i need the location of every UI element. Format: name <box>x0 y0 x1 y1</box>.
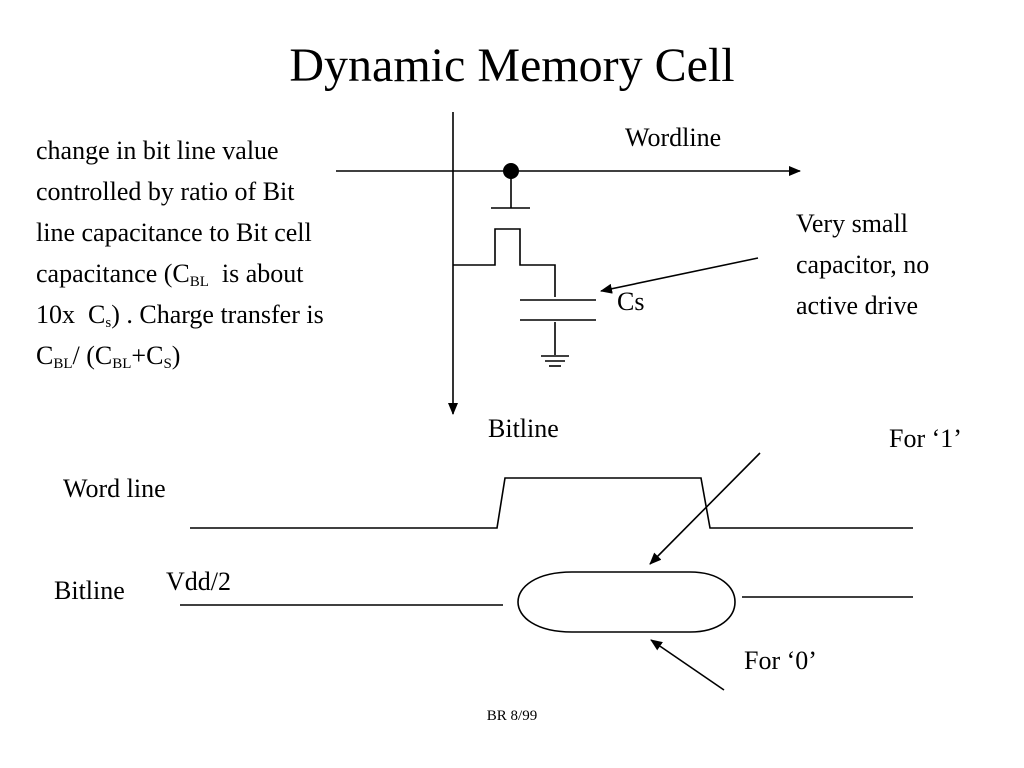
desc-line-5-b: ) . Charge transfer is <box>111 300 324 329</box>
footer-text: BR 8/99 <box>486 708 538 724</box>
for-one-label: For ‘1’ <box>889 424 962 453</box>
slide-title: Dynamic Memory Cell <box>289 39 735 92</box>
cap-note-line-3: active drive <box>796 291 918 320</box>
desc-line-6-sub1: BL <box>53 356 73 372</box>
wordline-junction-dot <box>503 163 519 179</box>
desc-line-5: 10x Cs) . Charge transfer is <box>36 294 436 335</box>
for-zero-arrow <box>650 639 725 691</box>
bitline-eye-shape <box>517 571 736 633</box>
desc-line-6-d: ) <box>171 341 181 370</box>
bitline-label: Bitline <box>488 414 559 443</box>
desc-line-6-a: C <box>36 341 54 370</box>
cap-note-arrow <box>600 257 759 294</box>
cap-note-line-2: capacitor, no <box>796 250 930 279</box>
for-one-arrow <box>649 452 761 565</box>
desc-line-6-sub2: BL <box>112 356 132 372</box>
wordline-label: Wordline <box>625 123 722 152</box>
vdd-label: Vdd/2 <box>166 567 231 596</box>
desc-line-4: capacitance (CBL is about <box>36 253 436 294</box>
cap-note-line-1: Very small <box>796 209 908 238</box>
desc-line-4-a: capacitance (C <box>36 259 190 288</box>
description-text: change in bit line value controlled by r… <box>36 130 436 376</box>
desc-line-3: line capacitance to Bit cell <box>36 218 312 247</box>
desc-line-5-a: 10x C <box>36 300 106 329</box>
for-zero-label: For ‘0’ <box>744 646 817 675</box>
word-line-label: Word line <box>63 474 166 503</box>
desc-line-2: controlled by ratio of Bit <box>36 177 295 206</box>
desc-line-1: change in bit line value <box>36 136 279 165</box>
transistor-channel <box>453 228 556 297</box>
cs-label: Cs <box>617 287 645 316</box>
word-line-waveform <box>190 477 913 529</box>
desc-line-6-sub3: S <box>163 356 172 372</box>
desc-line-6: CBL/ (CBL+CS) <box>36 335 436 376</box>
desc-line-4-sub: BL <box>189 274 209 290</box>
desc-line-6-c: +C <box>131 341 164 370</box>
waveform-bitline-label: Bitline <box>54 576 125 605</box>
desc-line-6-b: / (C <box>72 341 113 370</box>
desc-line-4-b: is about <box>208 259 304 288</box>
desc-line-5-sub: s <box>105 315 112 331</box>
